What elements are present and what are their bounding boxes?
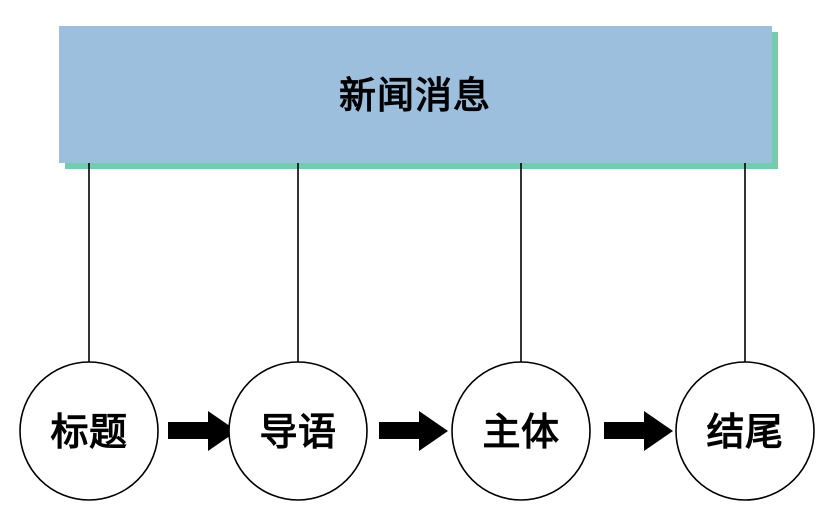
arrow-body-to-ending [604, 411, 673, 451]
banner-title: 新闻消息 [339, 74, 491, 117]
node-lead-label: 导语 [259, 410, 336, 454]
node-lead[interactable]: 导语 [228, 361, 368, 501]
node-ending[interactable]: 结尾 [675, 361, 815, 501]
arrow-title-to-lead [168, 411, 237, 451]
node-body[interactable]: 主体 [451, 361, 591, 501]
node-ending-label: 结尾 [706, 410, 783, 454]
node-title-circle[interactable] [19, 361, 159, 501]
banner-rect[interactable] [59, 26, 772, 163]
arrow-lead-to-body [379, 411, 448, 451]
node-body-circle[interactable] [451, 361, 591, 501]
node-body-label: 主体 [482, 410, 559, 454]
node-ending-circle[interactable] [675, 361, 815, 501]
node-lead-circle[interactable] [228, 361, 368, 501]
node-title[interactable]: 标题 [19, 361, 159, 501]
node-title-label: 标题 [50, 410, 127, 454]
